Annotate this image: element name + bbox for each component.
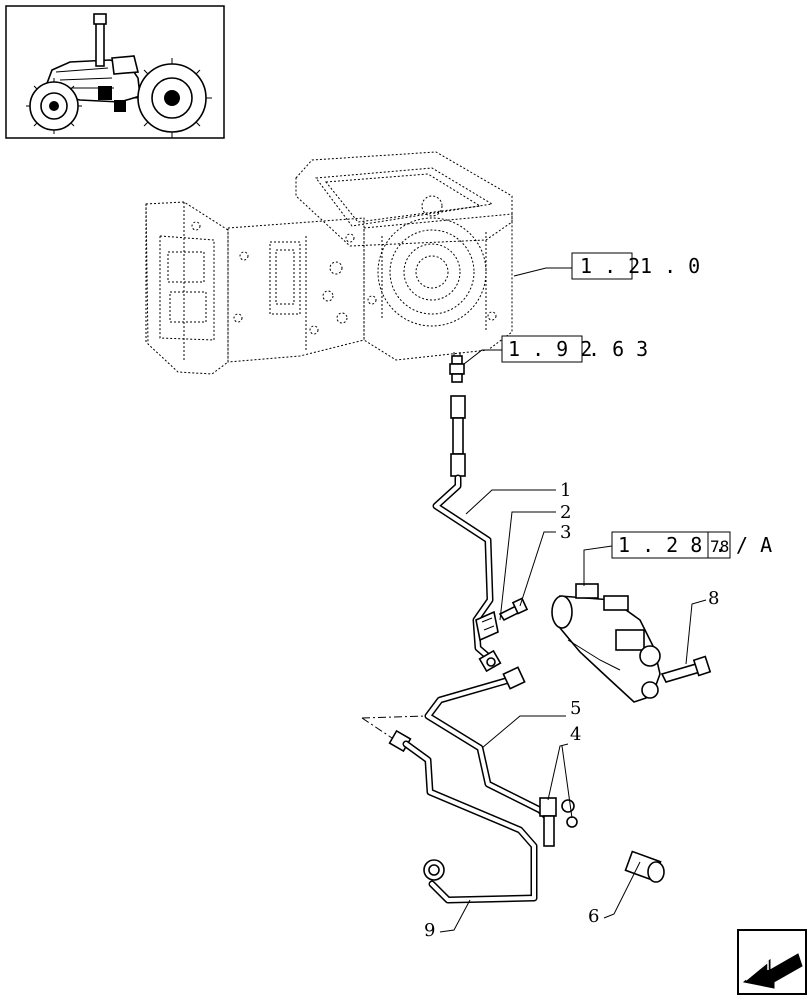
screw-3[interactable] bbox=[498, 597, 529, 622]
plug-6[interactable] bbox=[624, 850, 665, 883]
ref-cylinder-rest: / A bbox=[736, 533, 772, 557]
callout-2: 2 bbox=[560, 502, 571, 523]
ref-cylinder[interactable]: 1 . 2 8 . 78 / A bbox=[611, 531, 772, 559]
cylinder-assembly[interactable] bbox=[551, 583, 661, 703]
ref-cylinder-boxed-1: 1 . 2 8 . bbox=[618, 533, 726, 557]
next-page-arrow-icon bbox=[742, 953, 803, 989]
banjo-fitting[interactable] bbox=[478, 649, 502, 673]
pipe-1[interactable] bbox=[432, 395, 496, 664]
callout-4: 4 bbox=[570, 724, 581, 745]
ref-transmission-housing[interactable]: 1 . 2 1 . 0 bbox=[571, 252, 700, 280]
callout-5: 5 bbox=[570, 698, 581, 719]
clamp-2[interactable] bbox=[475, 610, 499, 642]
ref-switch-boxed: 1 . 9 2 bbox=[508, 337, 592, 361]
ref-housing-boxed: 1 . 2 bbox=[580, 254, 640, 278]
pressure-switch[interactable] bbox=[449, 352, 465, 383]
callout-1: 1 bbox=[560, 480, 571, 501]
tractor-icon bbox=[26, 13, 212, 138]
bolt-8[interactable] bbox=[660, 655, 712, 683]
transmission-housing[interactable] bbox=[145, 151, 513, 375]
ref-cylinder-boxed-2: 78 bbox=[710, 537, 729, 556]
callout-9: 9 bbox=[424, 920, 435, 941]
callout-3: 3 bbox=[560, 522, 571, 543]
next-page-button[interactable] bbox=[737, 929, 807, 995]
tractor-thumbnail[interactable] bbox=[5, 5, 225, 139]
callout-8: 8 bbox=[708, 588, 719, 609]
ref-switch-rest: . 6 3 bbox=[588, 337, 648, 361]
union-fitting-4[interactable] bbox=[539, 797, 578, 847]
ref-pressure-switch[interactable]: 1 . 9 2 . 6 3 bbox=[501, 335, 648, 363]
pipe-9[interactable] bbox=[388, 729, 538, 904]
ref-housing-rest: 1 . 0 bbox=[640, 254, 700, 278]
callout-6: 6 bbox=[588, 906, 599, 927]
